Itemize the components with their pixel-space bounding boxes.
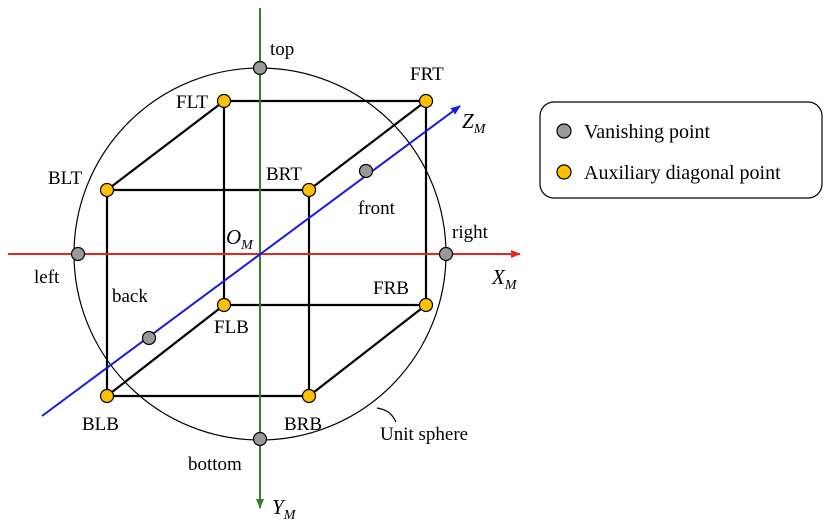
cube-edge-rt	[308, 100, 427, 191]
label-front: front	[358, 198, 396, 219]
label-frt: FRT	[410, 64, 444, 85]
label-left: left	[34, 267, 60, 288]
vanishing-point-front	[358, 163, 374, 179]
vanishing-point-bottom	[252, 431, 268, 447]
cube-edge-rb	[308, 304, 427, 397]
label-frb: FRB	[373, 278, 409, 299]
legend-vanishing-label: Vanishing point	[584, 121, 711, 143]
legend-vanishing-marker	[556, 123, 572, 139]
legend: Vanishing point Auxiliary diagonal point	[539, 101, 823, 199]
aux-point-blb	[99, 388, 115, 404]
aux-point-frb	[418, 297, 434, 313]
cube-edge-lb	[106, 304, 225, 397]
label-flt: FLT	[176, 92, 208, 113]
label-right: right	[452, 222, 489, 243]
label-blb: BLB	[82, 414, 119, 435]
aux-point-brb	[301, 388, 317, 404]
aux-point-flb	[216, 297, 232, 313]
label-top: top	[270, 39, 294, 60]
cube-edge-lt	[106, 100, 225, 191]
aux-point-brt	[301, 182, 317, 198]
label-brb: BRB	[284, 414, 322, 435]
label-x-axis: XM	[491, 265, 518, 293]
vanishing-point-back	[141, 330, 157, 346]
aux-point-flt	[216, 93, 232, 109]
cube-front-face	[222, 99, 428, 307]
label-brt: BRT	[266, 164, 302, 185]
legend-auxiliary-marker	[556, 164, 572, 180]
vanishing-point-right	[438, 246, 454, 262]
z-axis-line	[41, 105, 461, 417]
label-flb: FLB	[214, 317, 249, 338]
label-origin: OM	[226, 225, 254, 253]
unit-sphere-leader	[376, 407, 397, 423]
vanishing-point-left	[70, 246, 86, 262]
vanishing-point-top	[252, 60, 268, 76]
label-blt: BLT	[48, 168, 83, 189]
label-back: back	[112, 286, 148, 307]
legend-box	[539, 101, 823, 199]
legend-auxiliary-label: Auxiliary diagonal point	[584, 162, 781, 184]
aux-point-blt	[99, 182, 115, 198]
aux-point-frt	[418, 93, 434, 109]
label-bottom: bottom	[188, 454, 242, 475]
label-y-axis: YM	[272, 495, 297, 523]
label-z-axis: ZM	[462, 109, 487, 137]
label-unit-sphere: Unit sphere	[380, 424, 468, 445]
